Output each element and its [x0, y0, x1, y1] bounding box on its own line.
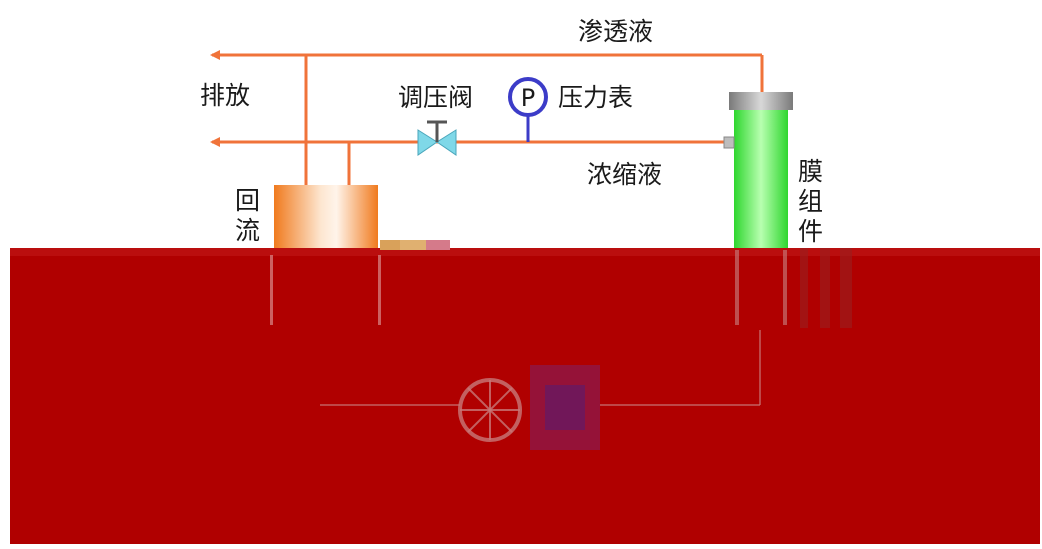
label-discharge: 排放 — [200, 81, 250, 110]
pump-icon — [458, 378, 522, 442]
reflux-tank — [274, 185, 378, 253]
label-reflux-2: 流 — [235, 216, 260, 245]
pressure-symbol: P — [521, 84, 535, 112]
membrane-module — [723, 92, 793, 250]
label-membrane-3: 件 — [798, 217, 823, 246]
label-membrane-1: 膜 — [798, 157, 823, 186]
regulating-valve-icon — [417, 120, 457, 156]
label-regulating-valve: 调压阀 — [398, 83, 473, 112]
red-overlay — [10, 240, 1040, 544]
pressure-gauge-icon: P — [508, 77, 548, 142]
label-pressure-gauge: 压力表 — [558, 83, 633, 112]
label-reflux-1: 回 — [235, 186, 260, 215]
label-concentrate: 浓缩液 — [587, 160, 662, 189]
label-membrane-2: 组 — [798, 187, 823, 216]
label-permeate: 渗透液 — [578, 17, 653, 46]
